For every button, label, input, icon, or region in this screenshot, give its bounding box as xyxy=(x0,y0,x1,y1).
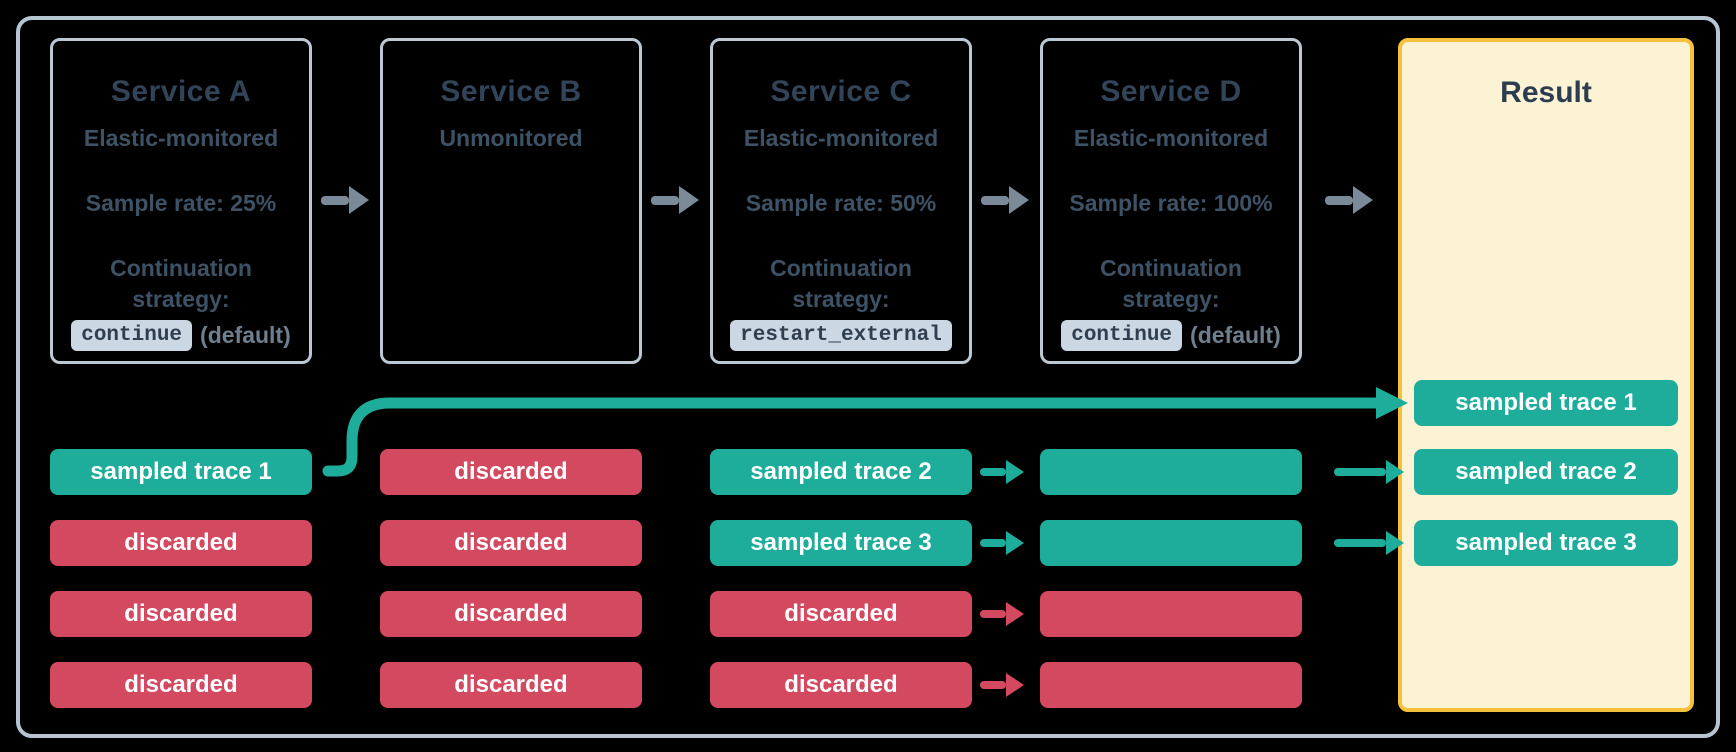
service-c-sample-rate: Sample rate: 50% xyxy=(745,190,937,216)
trace-pill-a-2: discarded xyxy=(50,520,312,566)
trace-pill-b-1: discarded xyxy=(380,449,642,495)
service-d-title: Service D xyxy=(1100,75,1242,108)
row-arrow-d-result-2 xyxy=(1334,531,1404,555)
service-c-card: Service C Elastic-monitored Sample rate:… xyxy=(710,38,972,364)
service-b-monitoring: Unmonitored xyxy=(439,125,583,151)
result-pill-1: sampled trace 1 xyxy=(1414,380,1678,426)
service-c-monitoring: Elastic-monitored xyxy=(743,125,939,151)
row-arrow-d-result-1 xyxy=(1334,460,1404,484)
service-a-card: Service A Elastic-monitored Sample rate:… xyxy=(50,38,312,364)
service-a-strategy: continue (default) xyxy=(53,317,309,353)
service-d-sample-rate: Sample rate: 100% xyxy=(1069,190,1273,216)
service-a-strategy-default: (default) xyxy=(200,321,291,348)
trace-block-d-3 xyxy=(1040,591,1302,637)
trace-pill-b-3: discarded xyxy=(380,591,642,637)
service-d-continuation-line1: Continuation xyxy=(1100,255,1242,281)
service-d-strategy-default: (default) xyxy=(1190,321,1281,348)
service-a-sample-rate: Sample rate: 25% xyxy=(85,190,277,216)
service-b-title: Service B xyxy=(440,75,582,108)
row-arrow-c-d-2 xyxy=(980,531,1024,555)
service-c-strategy-code: restart_external xyxy=(730,319,952,351)
trace-pill-a-3: discarded xyxy=(50,591,312,637)
service-c-strategy: restart_external xyxy=(713,317,969,353)
trace-pill-a-4: discarded xyxy=(50,662,312,708)
service-d-card: Service D Elastic-monitored Sample rate:… xyxy=(1040,38,1302,364)
result-card: Result xyxy=(1398,38,1694,712)
service-a-monitoring: Elastic-monitored xyxy=(83,125,279,151)
trace-pill-c-4: discarded xyxy=(710,662,972,708)
trace-pill-c-3: discarded xyxy=(710,591,972,637)
service-d-monitoring: Elastic-monitored xyxy=(1073,125,1269,151)
row-arrow-c-d-1 xyxy=(980,460,1024,484)
service-b-card: Service B Unmonitored xyxy=(380,38,642,364)
flow-arrow-c-d xyxy=(981,186,1029,214)
flow-arrow-b-c xyxy=(651,186,699,214)
flow-arrow-d-result xyxy=(1325,186,1373,214)
service-a-title: Service A xyxy=(110,75,252,108)
flow-arrow-a-b xyxy=(321,186,369,214)
result-pill-3: sampled trace 3 xyxy=(1414,520,1678,566)
trace-block-d-1 xyxy=(1040,449,1302,495)
service-c-title: Service C xyxy=(770,75,912,108)
trace-pill-a-1: sampled trace 1 xyxy=(50,449,312,495)
result-pill-2: sampled trace 2 xyxy=(1414,449,1678,495)
service-c-continuation-line1: Continuation xyxy=(770,255,912,281)
row-arrow-c-d-4 xyxy=(980,673,1024,697)
trace-pill-c-1: sampled trace 2 xyxy=(710,449,972,495)
trace-pill-c-2: sampled trace 3 xyxy=(710,520,972,566)
service-d-strategy: continue (default) xyxy=(1043,317,1299,353)
trace-block-d-4 xyxy=(1040,662,1302,708)
row-arrow-c-d-3 xyxy=(980,602,1024,626)
result-title: Result xyxy=(1500,76,1592,109)
trace-pill-b-2: discarded xyxy=(380,520,642,566)
service-c-continuation-line2: strategy: xyxy=(792,286,890,312)
service-a-continuation-line2: strategy: xyxy=(132,286,230,312)
trace-block-d-2 xyxy=(1040,520,1302,566)
trace-pill-b-4: discarded xyxy=(380,662,642,708)
service-a-strategy-code: continue xyxy=(71,319,193,351)
outer-frame xyxy=(16,16,1720,738)
service-d-strategy-code: continue xyxy=(1061,319,1183,351)
service-d-continuation-line2: strategy: xyxy=(1122,286,1220,312)
service-a-continuation-line1: Continuation xyxy=(110,255,252,281)
